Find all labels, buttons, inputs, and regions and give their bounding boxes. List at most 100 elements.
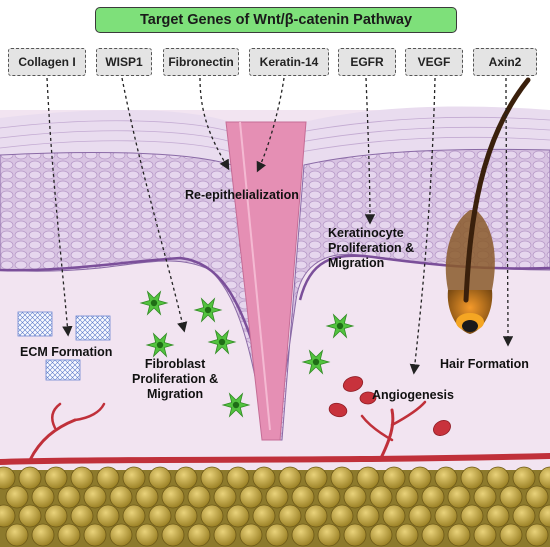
fat-cell	[70, 466, 94, 490]
fat-cell	[317, 523, 341, 547]
fat-cell	[122, 466, 146, 490]
fat-cell	[291, 485, 315, 509]
gene-box-wisp1: WISP1	[96, 48, 152, 76]
fat-cell	[343, 485, 367, 509]
fat-cell	[304, 466, 328, 490]
fat-cell	[356, 466, 380, 490]
fat-cell	[5, 485, 29, 509]
fat-cell	[70, 504, 94, 528]
fat-cell	[525, 485, 549, 509]
fat-cell	[0, 504, 16, 528]
fat-cell	[96, 466, 120, 490]
fat-cell	[226, 504, 250, 528]
arrow-keratin	[256, 77, 285, 173]
diagram-title: Target Genes of Wnt/β-catenin Pathway	[95, 7, 457, 33]
fibroblast-cell	[325, 313, 355, 339]
label-keratinocyte-line3: Migration	[328, 256, 385, 270]
fat-cell	[135, 485, 159, 509]
fat-cell	[239, 523, 263, 547]
label-keratinocyte-line1: Keratinocyte	[328, 226, 404, 240]
fibroblast-cell	[301, 349, 331, 375]
fat-cell	[538, 504, 550, 528]
fat-cell	[83, 523, 107, 547]
fat-cell	[122, 504, 146, 528]
fat-cell	[434, 504, 458, 528]
fat-cell	[291, 523, 315, 547]
label-re-epithelialization: Re-epithelialization	[185, 188, 299, 202]
fat-cell	[356, 504, 380, 528]
fat-cell	[278, 466, 302, 490]
fat-cell	[83, 485, 107, 509]
fat-cell	[5, 523, 29, 547]
arrow-collagen	[46, 77, 73, 337]
fat-cell	[31, 485, 55, 509]
label-ecm-formation: ECM Formation	[20, 345, 113, 359]
fibroblasts	[139, 290, 355, 418]
fat-cell	[148, 504, 172, 528]
gene-box-fibronectin: Fibronectin	[163, 48, 239, 76]
fat-cell	[213, 485, 237, 509]
fat-cell	[44, 466, 68, 490]
fat-cell	[512, 504, 536, 528]
fibroblast-cell	[145, 332, 175, 358]
fat-cell	[187, 485, 211, 509]
gene-box-axin2: Axin2	[473, 48, 537, 76]
fat-cell	[499, 523, 523, 547]
fat-cell	[226, 466, 250, 490]
fat-cell	[18, 504, 42, 528]
fat-cell	[148, 466, 172, 490]
fat-cell	[200, 504, 224, 528]
gene-box-keratin14: Keratin-14	[249, 48, 329, 76]
fat-cell	[330, 466, 354, 490]
fat-cell	[304, 504, 328, 528]
red-blood-cells	[328, 376, 451, 436]
label-fibroblast-line1: Fibroblast	[144, 357, 206, 371]
arrow-egfr	[364, 77, 376, 225]
arrow-axin2	[502, 77, 514, 347]
fat-cell	[486, 466, 510, 490]
fat-cell	[447, 523, 471, 547]
label-fibroblast: Fibroblast Proliferation & Migration	[132, 357, 218, 402]
fat-cell	[278, 504, 302, 528]
fat-cell	[434, 466, 458, 490]
fat-cell	[330, 504, 354, 528]
fat-cell	[525, 523, 549, 547]
fibroblast-cell	[221, 392, 251, 418]
fat-cell	[174, 466, 198, 490]
gene-box-vegf: VEGF	[405, 48, 463, 76]
fat-cell	[161, 485, 185, 509]
fat-cell	[109, 485, 133, 509]
gene-box-collagen: Collagen I	[8, 48, 86, 76]
wound	[225, 121, 307, 441]
fat-cell	[18, 466, 42, 490]
label-hair-formation: Hair Formation	[440, 357, 529, 371]
fat-cell	[57, 485, 81, 509]
fat-cell	[408, 466, 432, 490]
fat-cell	[538, 466, 550, 490]
arrow-wisp1	[121, 77, 188, 333]
fat-cell	[213, 523, 237, 547]
fat-cell	[109, 523, 133, 547]
fat-cell	[174, 504, 198, 528]
regulation-arrows	[46, 77, 514, 375]
fat-cell	[265, 485, 289, 509]
fat-cell	[447, 485, 471, 509]
label-angiogenesis: Angiogenesis	[372, 388, 454, 402]
fat-cell	[44, 504, 68, 528]
gene-box-egfr: EGFR	[338, 48, 396, 76]
fat-cell	[408, 504, 432, 528]
fat-cell	[382, 466, 406, 490]
fat-cell	[421, 485, 445, 509]
fat-cell	[200, 466, 224, 490]
fat-cell	[0, 466, 16, 490]
label-keratinocyte: Keratinocyte Proliferation & Migration	[328, 226, 414, 271]
fat-cell	[135, 523, 159, 547]
fat-cell	[265, 523, 289, 547]
hair-follicle	[445, 77, 531, 334]
fat-cell	[317, 485, 341, 509]
fibroblast-cell	[207, 329, 237, 355]
fat-cell	[369, 523, 393, 547]
fat-cell	[252, 504, 276, 528]
fat-cell	[395, 485, 419, 509]
